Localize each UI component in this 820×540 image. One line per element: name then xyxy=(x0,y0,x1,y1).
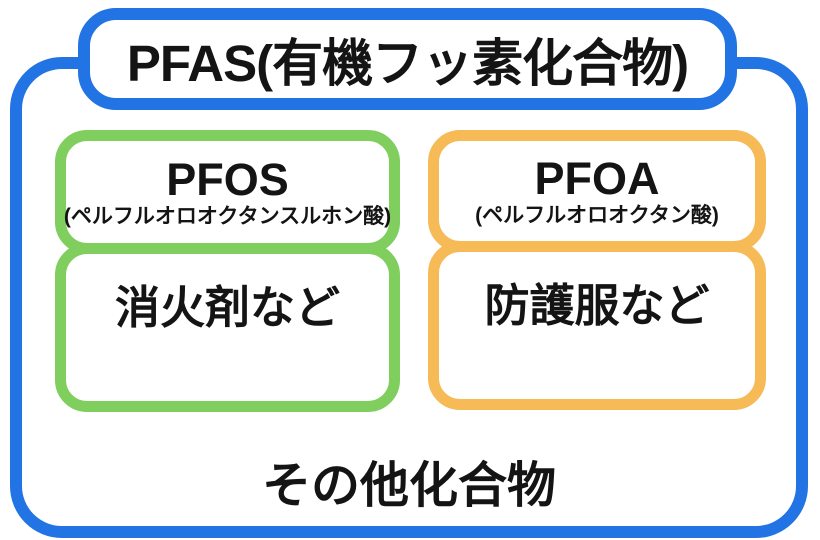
pfas-title-box: PFAS(有機フッ素化合物) xyxy=(78,8,737,110)
pfos-example-label: 消火剤など xyxy=(114,282,340,333)
pfoa-box: PFOA (ペルフルオロオクタン酸) 防護服など xyxy=(428,130,766,410)
pfas-title: PFAS(有機フッ素化合物) xyxy=(126,35,689,92)
pfoa-name: PFOA xyxy=(534,152,660,204)
pfos-body: 消火剤など xyxy=(55,243,400,412)
pfoa-subtitle: (ペルフルオロオクタン酸) xyxy=(475,204,719,228)
pfos-subtitle: (ペルフルオロオクタンスルホン酸) xyxy=(63,205,392,229)
pfos-name: PFOS xyxy=(166,153,289,205)
pfos-box: PFOS (ペルフルオロオクタンスルホン酸) 消火剤など xyxy=(55,130,400,412)
pfoa-example-label: 防護服など xyxy=(484,280,710,331)
pfos-header: PFOS (ペルフルオロオクタンスルホン酸) xyxy=(55,130,400,254)
pfoa-header: PFOA (ペルフルオロオクタン酸) xyxy=(428,130,766,252)
other-compounds-label: その他化合物 xyxy=(261,459,556,513)
pfoa-body: 防護服など xyxy=(428,241,766,410)
